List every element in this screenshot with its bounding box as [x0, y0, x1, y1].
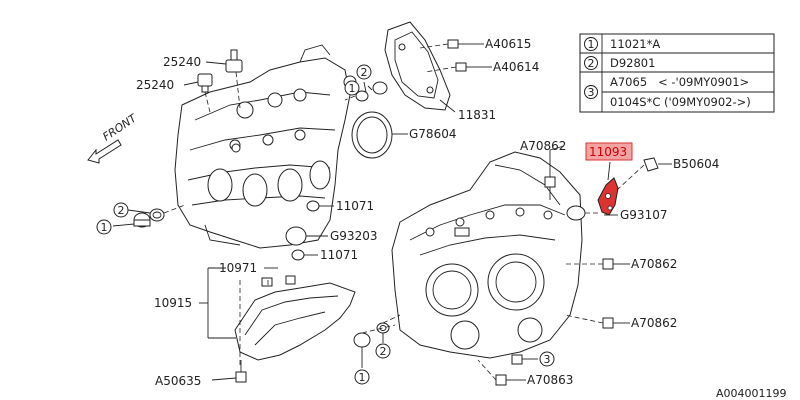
callout-a70862-middle: A70862	[631, 257, 677, 271]
o-ring-11071-a	[306, 200, 320, 212]
callout-25240-lower: 25240	[136, 78, 174, 92]
marker-3-bottom: 3	[544, 353, 551, 366]
o-ring-11071-b	[291, 249, 305, 261]
legend-row2-num: 2	[588, 57, 595, 70]
marker-2-left: 2	[118, 204, 125, 217]
legend-row3-line2: 0104S*C ('09MY0902->)	[610, 95, 751, 109]
front-label: FRONT	[100, 111, 139, 144]
legend-table: 1 11021*A 2 D92801 3 A7065 < -'09MY0901>…	[579, 33, 775, 113]
o-ring-g93203	[285, 226, 307, 246]
marker-2-top: 2	[361, 66, 368, 79]
left-cylinder-block	[174, 44, 357, 249]
part-11093-highlighted	[597, 177, 619, 216]
part-3-bolt	[511, 354, 523, 365]
legend-row3-line1: A7065 < -'09MY0901>	[610, 75, 749, 89]
callout-10971: 10971	[219, 261, 257, 275]
legend-row1-num: 1	[588, 38, 595, 51]
bolt-a70862-lower	[602, 317, 622, 329]
bolt-a50635	[235, 360, 247, 383]
reference-markers: 1 2 2 1 2 3	[96, 64, 555, 385]
callout-g93203: G93203	[330, 229, 377, 243]
callout-a70863: A70863	[527, 373, 573, 387]
sensor-25240-upper	[225, 49, 243, 73]
callout-25240-upper: 25240	[163, 55, 201, 69]
callout-a40614: A40614	[493, 60, 539, 74]
washer-bottom	[376, 322, 390, 334]
legend-row2-text: D92801	[610, 56, 655, 70]
gasket-g93107	[566, 205, 586, 221]
washer-left	[149, 208, 165, 222]
legend-row1-text: 11021*A	[610, 37, 660, 51]
callout-10915: 10915	[154, 296, 192, 310]
callout-a70862-top: A70862	[520, 139, 566, 153]
washer-top	[355, 90, 369, 102]
cover-plate-11831	[384, 21, 451, 111]
sensor-25240-lower	[197, 73, 213, 93]
marker-1-bottom: 1	[359, 371, 366, 384]
callout-a70862-lower: A70862	[631, 316, 677, 330]
callout-g93107: G93107	[620, 208, 667, 222]
plug-left	[133, 212, 151, 228]
oil-seal-g78604	[351, 111, 393, 159]
marker-1-top-text: 1	[349, 82, 356, 95]
bolt-b50604	[643, 157, 659, 172]
callout-11071-a: 11071	[336, 199, 374, 213]
bolt-a40615	[447, 39, 470, 49]
callout-11093: 11093	[589, 145, 627, 159]
marker-1-left: 1	[101, 221, 108, 234]
diagram-id: A004001199	[716, 387, 787, 400]
callout-b50604: B50604	[673, 157, 719, 171]
front-arrow-icon: FRONT	[87, 111, 140, 164]
leader-lines	[112, 43, 672, 381]
callout-a40615: A40615	[485, 37, 531, 51]
callout-g78604: G78604	[409, 127, 456, 141]
legend-row3-num: 3	[588, 86, 595, 99]
bolt-a70862-middle	[602, 258, 622, 270]
callout-a50635: A50635	[155, 374, 201, 388]
callout-11071-b: 11071	[320, 248, 358, 262]
callout-11831: 11831	[458, 108, 496, 122]
oil-baffle-10915	[234, 275, 356, 361]
plug-top	[372, 81, 388, 95]
marker-2-bottom: 2	[380, 345, 387, 358]
bolt-a40614	[455, 62, 478, 72]
plug-bottom	[353, 332, 371, 348]
right-cylinder-block	[391, 151, 583, 359]
callout-labels: 25240 25240 A40615 A40614 11831 G78604 A…	[136, 37, 787, 400]
bolt-a70863	[495, 374, 514, 386]
callout-11093-highlight	[585, 142, 633, 161]
marker-1-top-icon: 1	[344, 80, 360, 96]
